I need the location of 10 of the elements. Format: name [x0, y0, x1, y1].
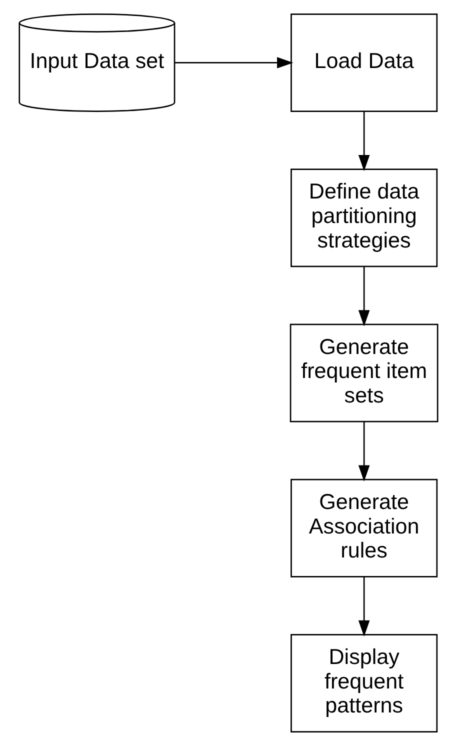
node-box: Define data partitioning strategies — [290, 168, 438, 268]
node-box: Generate Association rules — [290, 478, 438, 578]
arrow — [174, 57, 294, 68]
arrow — [358, 422, 370, 482]
node-box: Generate frequent item sets — [290, 324, 438, 422]
node-box: Display frequent patterns — [290, 634, 438, 733]
arrow — [358, 266, 370, 326]
node-box: Load Data — [290, 13, 438, 112]
arrow — [358, 111, 370, 172]
arrow — [358, 576, 370, 637]
